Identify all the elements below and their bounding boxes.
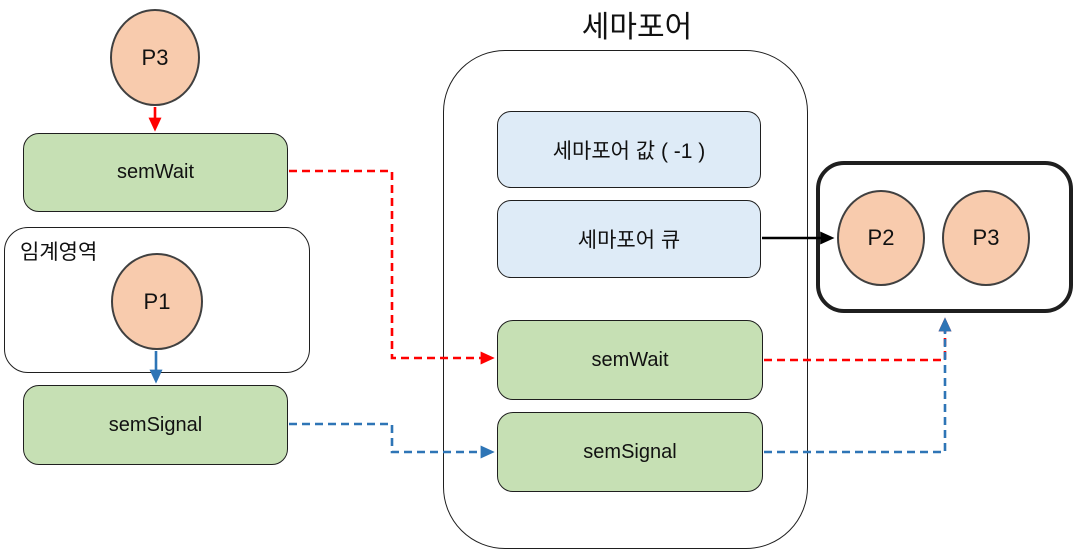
process-p1: P1 [111,253,203,350]
semaphore-queue-box: 세마포어 큐 [497,200,761,278]
semaphore-semsignal-box: semSignal [497,412,763,492]
queued-process-p3: P3 [942,190,1030,286]
critical-section-label: 임계영역 [20,241,98,264]
process-p3-incoming: P3 [110,9,200,106]
semaphore-value-box: 세마포어 값 ( -1 ) [497,111,761,188]
queued-process-p2: P2 [837,190,925,286]
semaphore-semwait-box: semWait [497,320,763,400]
left-semwait-box: semWait [23,133,288,212]
left-semsignal-box: semSignal [23,385,288,465]
semaphore-title: 세마포어 [581,11,693,44]
